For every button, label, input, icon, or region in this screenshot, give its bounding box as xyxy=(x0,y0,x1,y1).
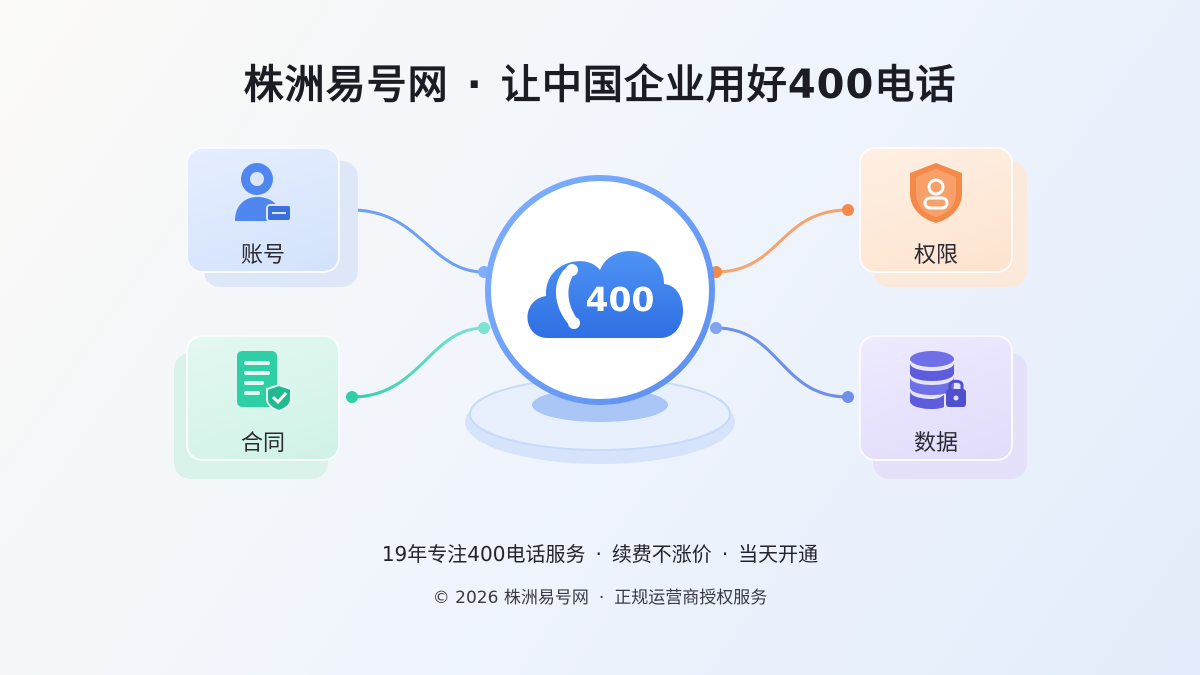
feature-separator: · xyxy=(721,542,729,566)
link-account xyxy=(351,208,485,274)
link-contract-dot-end xyxy=(478,322,490,334)
shield-user-icon xyxy=(910,163,962,223)
page-title: 株洲易号网 · 让中国企业用好400电话 xyxy=(0,52,1200,110)
link-permission-dot-end xyxy=(842,204,854,216)
card-label-account: 账号 xyxy=(240,243,285,268)
user-account-icon xyxy=(235,163,292,222)
feature-tagline: 19年专注400电话服务 · 续费不涨价 · 当天开通 xyxy=(0,538,1200,567)
link-contract-dot-start xyxy=(346,391,358,403)
link-data xyxy=(715,326,849,399)
feature-item: 当天开通 xyxy=(738,542,819,566)
card-data[interactable]: 数据 xyxy=(859,335,1027,479)
card-label-contract: 合同 xyxy=(240,431,285,456)
card-label-permission: 权限 xyxy=(913,243,958,268)
link-permission xyxy=(715,208,849,274)
feature-item: 19年专注400电话服务 xyxy=(381,542,586,566)
title-separator: · xyxy=(466,62,483,108)
copyright-symbol: © xyxy=(432,588,450,608)
slogan: 让中国企业用好400电话 xyxy=(500,62,957,108)
feature-item: 续费不涨价 xyxy=(611,542,712,566)
copyright-separator: · xyxy=(598,588,605,608)
link-data-dot-end xyxy=(842,391,854,403)
brand-name: 株洲易号网 xyxy=(243,62,449,108)
feature-separator: · xyxy=(595,542,602,566)
copyright-year: 2026 xyxy=(455,588,499,608)
hub-badge-text: 400 xyxy=(586,280,655,319)
card-permission[interactable]: 权限 xyxy=(859,147,1027,287)
copyright-line: © 2026 株洲易号网 · 正规运营商授权服务 xyxy=(0,583,1200,608)
document-check-icon xyxy=(237,351,292,413)
card-account[interactable]: 账号 xyxy=(186,147,358,287)
copyright-authorization: 正规运营商授权服务 xyxy=(614,588,768,608)
copyright-company: 株洲易号网 xyxy=(503,588,589,608)
link-data-dot-start xyxy=(710,322,722,334)
link-contract xyxy=(351,326,485,399)
database-lock-icon xyxy=(910,351,966,409)
card-contract[interactable]: 合同 xyxy=(174,335,340,479)
phone-cloud-icon xyxy=(527,250,684,338)
card-label-data: 数据 xyxy=(913,431,958,456)
